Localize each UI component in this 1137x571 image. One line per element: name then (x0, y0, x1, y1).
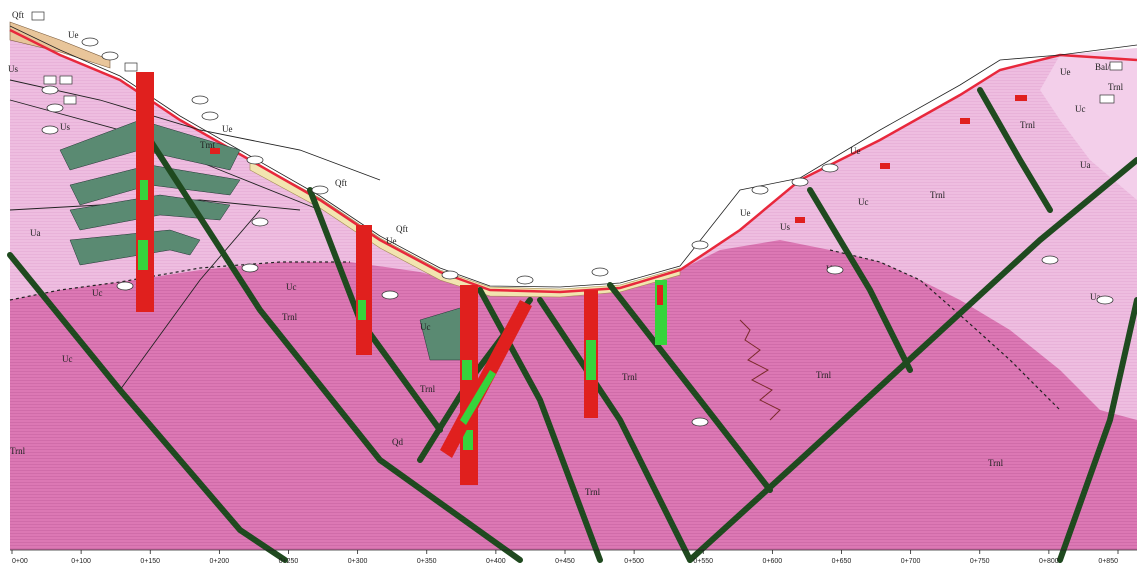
label-mid-ue: Ue (222, 124, 233, 134)
fault-6 (607, 282, 773, 493)
fault-1 (7, 252, 288, 563)
label-left-trnl: Trnl (10, 446, 26, 456)
label-center-trnl2: Trnl (585, 487, 601, 497)
label-mid-qft2: Qft (396, 224, 408, 234)
label-right-ue: Ue (740, 208, 751, 218)
label-right-ue2: Ue (850, 146, 861, 156)
x-tick-label: 0+600 (763, 558, 783, 565)
x-tick-label: 0+400 (486, 558, 506, 565)
surface-line (9, 28, 1137, 294)
fault-2 (147, 137, 523, 563)
x-tick-label: 0+800 (1039, 558, 1059, 565)
label-center-trnl: Trnl (420, 384, 436, 394)
fault-8 (687, 157, 1137, 563)
label-left-us-2: Us (60, 122, 70, 132)
borehole-1 (136, 72, 154, 312)
fault-10 (1057, 297, 1137, 563)
x-tick-label: 0+350 (417, 558, 437, 565)
label-right-ua: Ua (1080, 160, 1091, 170)
borehole-6 (655, 280, 667, 345)
label-left-ua: Ua (30, 228, 41, 238)
x-tick-label: 0+200 (210, 558, 230, 565)
label-center-trnl3: Trnl (622, 372, 638, 382)
contact-line-1 (9, 79, 381, 181)
x-tick-label: 0+550 (693, 558, 713, 565)
label-right-uc: Uc (858, 197, 869, 207)
label-top-left-qft: Qft (12, 10, 24, 20)
x-tick-label: 0+500 (624, 558, 644, 565)
x-tick-label: 0+700 (901, 558, 921, 565)
borehole-3 (460, 285, 478, 485)
label-mid-qft: Qft (335, 178, 347, 188)
label-right-us: Us (780, 222, 790, 232)
x-tick-label: 0+450 (555, 558, 575, 565)
topography-outline (9, 25, 1137, 288)
upper-unit-left (10, 30, 470, 300)
x-tick-label: 0+00 (12, 558, 28, 565)
label-right-trnl-a: Trnl (816, 370, 832, 380)
label-mid-trnl: Trnl (282, 312, 298, 322)
label-center-uc: Uc (420, 322, 431, 332)
x-tick-label: 0+150 (140, 558, 160, 565)
circled-annotations (41, 37, 1114, 427)
contact-line-3 (119, 209, 261, 391)
label-qd: Qd (392, 437, 403, 447)
x-tick-label: 0+100 (71, 558, 91, 565)
fault-9 (977, 87, 1053, 213)
x-tick-label: 0+300 (348, 558, 368, 565)
label-far-right-ue: Ue (1060, 67, 1071, 77)
upper-unit-far-right (1040, 48, 1137, 200)
unit-labels: Qft Ue Us Us Ua Uc Uc Trnl Tmt Uc Trnl U… (8, 10, 1124, 497)
label-left-uc: Uc (92, 288, 103, 298)
surface-markers (210, 95, 1027, 223)
label-far-right-trnl: Trnl (1108, 82, 1124, 92)
label-tmt-upper: Tmt (200, 140, 215, 150)
label-left-uc-2: Uc (62, 354, 73, 364)
borehole-4 (440, 300, 532, 458)
contact-dashed-2 (829, 249, 1061, 411)
label-far-right-uc: Uc (1075, 104, 1086, 114)
borehole-5 (584, 290, 598, 418)
label-left-us-1: Us (8, 64, 18, 74)
label-right-trnl-b: Trnl (988, 458, 1004, 468)
contact-dashed-1 (9, 261, 350, 301)
label-right-trnl-top: Trnl (930, 190, 946, 200)
label-far-right-bal: Bal/Ue (1095, 62, 1121, 72)
label-mid-ue2: Ue (386, 236, 397, 246)
x-tick-label: 0+750 (970, 558, 990, 565)
label-top-left-ue: Ue (68, 30, 79, 40)
wavy-trace (739, 319, 781, 421)
top-left-deposit (9, 21, 111, 69)
label-far-right-trnl2: Trnl (1020, 120, 1036, 130)
x-tick-label: 0+250 (279, 558, 299, 565)
x-axis-tick-labels: 0+00 0+100 0+150 0+200 0+250 0+300 0+350 0+400 0… (11, 550, 1119, 565)
fault-5 (537, 297, 693, 563)
label-far-right-ua: Ua (1090, 292, 1101, 302)
borehole-2 (356, 225, 372, 355)
x-tick-label: 0+650 (832, 558, 852, 565)
fault-4 (477, 287, 603, 563)
fault-7 (807, 187, 913, 373)
label-mid-uc: Uc (286, 282, 297, 292)
borehole-tags (31, 11, 1123, 105)
x-tick-label: 0+850 (1098, 558, 1118, 565)
